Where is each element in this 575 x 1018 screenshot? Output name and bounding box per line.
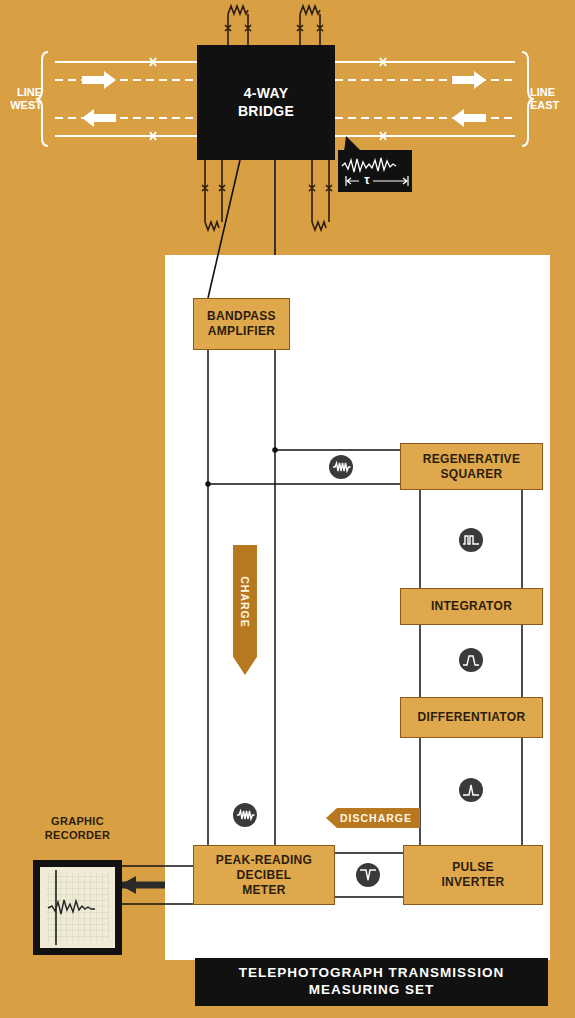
- signal-icon: [329, 455, 353, 479]
- box-label: PEAK-READING DECIBEL METER: [214, 853, 314, 898]
- box-label: PULSE INVERTER: [428, 860, 518, 890]
- box-label: INTEGRATOR: [431, 599, 512, 614]
- recorder: GRAPHIC RECORDER: [33, 815, 122, 955]
- flow-arrow-label: DISCHARGE: [326, 808, 420, 828]
- edge-label: DISCHARGE: [340, 812, 412, 824]
- signal-icon: [459, 778, 483, 802]
- edge-label: CHARGE: [239, 576, 251, 628]
- box-label: GRAPHIC RECORDER: [33, 815, 122, 843]
- process-box: PULSE INVERTER: [403, 845, 543, 905]
- signal-icon: [356, 863, 380, 887]
- process-box: INTEGRATOR: [400, 588, 543, 625]
- box-label: 4-WAY BRIDGE: [218, 85, 314, 120]
- symbol-label: τ: [362, 173, 372, 187]
- wires: [122, 350, 522, 904]
- box-label: BANDPASS AMPLIFIER: [200, 309, 283, 339]
- bridge-box: 4-WAY BRIDGE: [197, 45, 335, 160]
- line-label: LINE WEST: [4, 86, 42, 112]
- signal-icon: [459, 528, 483, 552]
- recorder-chart: [33, 860, 122, 955]
- title-band: TELEPHOTOGRAPH TRANSMISSION MEASURING SE…: [195, 958, 548, 1006]
- signal-icon: [233, 803, 257, 827]
- signal-icon: [459, 648, 483, 672]
- box-label: REGENERATIVE SQUARER: [408, 452, 536, 482]
- process-box: REGENERATIVE SQUARER: [400, 443, 543, 490]
- waveform-callout: [338, 136, 412, 192]
- process-box: DIFFERENTIATOR: [400, 697, 543, 738]
- flow-arrow-label: CHARGE: [233, 545, 257, 675]
- process-box: BANDPASS AMPLIFIER: [193, 298, 290, 350]
- box-label: TELEPHOTOGRAPH TRANSMISSION MEASURING SE…: [207, 965, 537, 999]
- meter-box: PEAK-READING DECIBEL METER: [193, 845, 335, 905]
- line-label: LINE EAST: [530, 86, 570, 112]
- panel: [165, 255, 550, 960]
- box-label: DIFFERENTIATOR: [418, 710, 526, 725]
